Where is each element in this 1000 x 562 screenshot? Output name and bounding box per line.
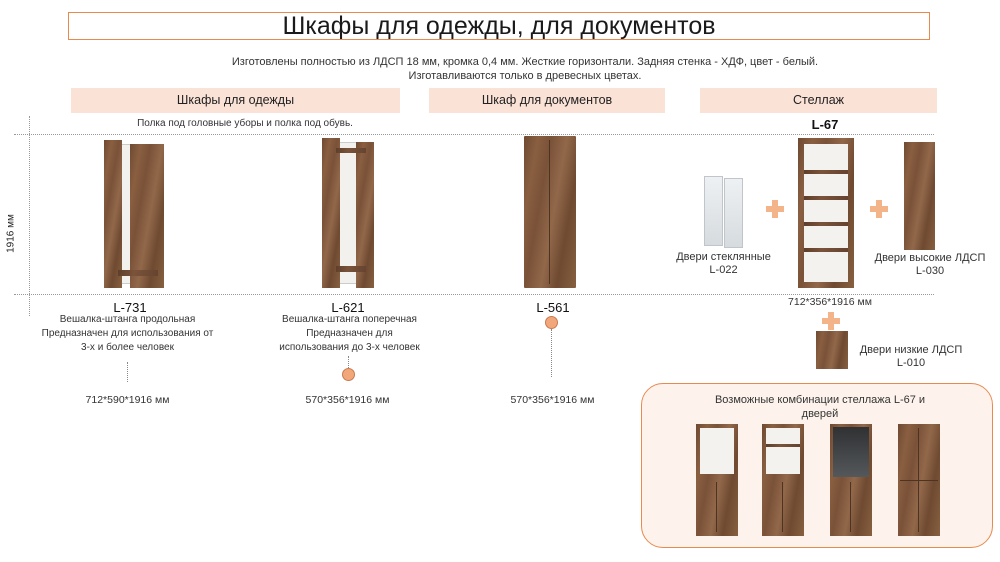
l621-desc-3: использования до 3-х человек [279, 342, 420, 353]
l731-desc-3: 3-х и более человек [81, 342, 174, 353]
l731-connector [127, 362, 128, 382]
combo-4-image [898, 424, 940, 536]
bottom-dimension-line [14, 294, 934, 295]
section-documents: Шкаф для документов [429, 88, 665, 113]
l67-size: 712*356*1916 мм [788, 296, 872, 308]
l731-size: 712*590*1916 мм [85, 394, 170, 406]
l621-code: L-621 [331, 300, 365, 315]
combo-1-image [696, 424, 738, 536]
l561-connector [551, 329, 552, 377]
low-doors-image [816, 331, 848, 369]
l030-code: L-030 [915, 265, 945, 277]
subtitle-line-2: Изготавливаются только в древесных цвета… [408, 70, 642, 82]
l621-desc-1: Вешалка-штанга поперечная [282, 314, 417, 325]
l561-size: 570*356*1916 мм [510, 394, 595, 406]
rack-l67-image [798, 138, 854, 288]
l621-marker [342, 368, 355, 381]
vertical-dimension-line [29, 116, 30, 316]
wardrobe-l731-image [104, 140, 164, 288]
plus-icon [822, 312, 840, 330]
combinations-title-2: дверей [801, 408, 839, 420]
plus-icon [870, 200, 888, 218]
l67-code: L-67 [811, 117, 839, 132]
tall-doors-image [904, 142, 935, 250]
l030-label: Двери высокие ЛДСП [874, 252, 986, 264]
top-dimension-line [14, 134, 934, 135]
l010-code: L-010 [896, 357, 926, 369]
combo-2-image [762, 424, 804, 536]
combinations-title-1: Возможные комбинации стеллажа L-67 и [714, 394, 926, 406]
section-rack: Стеллаж [700, 88, 937, 113]
page-title: Шкафы для одежды, для документов [68, 12, 930, 40]
shelf-note: Полка под головные уборы и полка под обу… [137, 118, 353, 129]
l621-desc-2: Предназначен для [306, 328, 393, 339]
l621-size: 570*356*1916 мм [305, 394, 390, 406]
l731-code: L-731 [113, 300, 147, 315]
l010-label: Двери низкие ЛДСП [859, 344, 963, 356]
l621-connector [348, 356, 349, 370]
l022-code: L-022 [709, 264, 738, 276]
glass-doors-image [704, 176, 743, 248]
subtitle-line-1: Изготовлены полностью из ЛДСП 18 мм, кро… [231, 56, 819, 68]
l731-desc-2: Предназначен для использования от [41, 328, 214, 339]
l731-desc-1: Вешалка-штанга продольная [59, 314, 196, 325]
plus-icon [766, 200, 784, 218]
l561-code: L-561 [536, 300, 570, 315]
l022-label: Двери стеклянные [676, 251, 771, 263]
l561-marker [545, 316, 558, 329]
section-clothes: Шкафы для одежды [71, 88, 400, 113]
combo-3-image [830, 424, 872, 536]
cabinet-l561-image [524, 136, 576, 288]
wardrobe-l621-image [322, 138, 374, 288]
height-label: 1916 мм [5, 214, 17, 253]
